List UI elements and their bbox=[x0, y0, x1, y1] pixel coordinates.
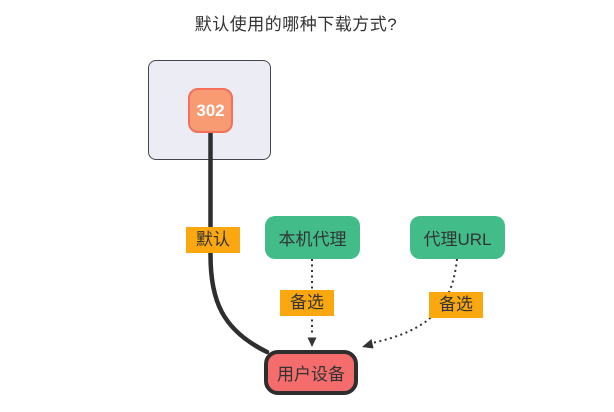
node-proxy-url: 代理URL bbox=[410, 216, 505, 259]
node-user-device-label: 用户设备 bbox=[277, 365, 345, 384]
edge-fallback1-arrowhead-icon bbox=[307, 337, 317, 347]
edge-default-line bbox=[208, 130, 270, 355]
node-302-label: 302 bbox=[196, 100, 225, 120]
edge-label-default: 默认 bbox=[186, 227, 240, 253]
node-local-proxy-label: 本机代理 bbox=[278, 230, 347, 249]
edge-fallback2-arrowhead-icon bbox=[362, 339, 374, 349]
node-local-proxy: 本机代理 bbox=[265, 216, 360, 259]
diagram-title: 默认使用的哪种下载方式? bbox=[194, 15, 398, 34]
edge-label-fallback-1: 备选 bbox=[280, 290, 334, 316]
edge-fallback2-line bbox=[371, 258, 458, 344]
edge-label-fallback-2: 备选 bbox=[429, 292, 483, 318]
node-user-device: 用户设备 bbox=[264, 350, 358, 395]
node-proxy-url-label: 代理URL bbox=[423, 230, 492, 249]
node-302-badge: 302 bbox=[188, 88, 233, 133]
